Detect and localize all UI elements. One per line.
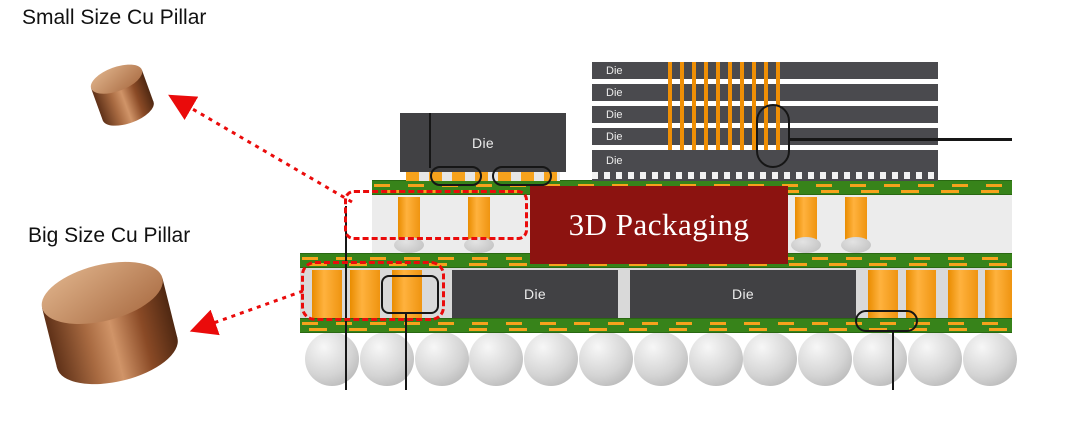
small-cu-pillar-image	[90, 64, 154, 126]
title-banner: 3D Packaging	[530, 186, 788, 264]
top-left-die: Die	[400, 113, 566, 172]
solder-ball	[524, 332, 579, 386]
microbump-highlight-1	[430, 166, 482, 186]
annotation-line-topdie	[429, 113, 431, 168]
medium-cu-pillar	[398, 197, 420, 240]
stacked-die-label: Die	[606, 130, 623, 143]
solder-ball	[305, 332, 359, 386]
stacked-die-label: Die	[606, 155, 623, 167]
annotation-line-left-1	[345, 206, 347, 390]
microbump-highlight-2	[492, 166, 552, 186]
big-pillar-highlight	[301, 261, 445, 321]
trace-highlight	[855, 310, 918, 332]
big-cu-pillar	[350, 270, 380, 318]
solder-cap	[791, 237, 821, 253]
solder-ball	[359, 332, 414, 386]
microbump-row-stack	[592, 170, 938, 181]
stacked-die-label: Die	[606, 64, 623, 77]
stacked-die-label: Die	[606, 108, 623, 121]
solder-ball-row	[305, 332, 1017, 388]
solder-cap	[394, 237, 424, 253]
bottom-left-die: Die	[452, 270, 618, 318]
big-cu-pillar	[392, 270, 422, 318]
big-cu-pillar	[985, 270, 1012, 318]
small-pillar-arrow	[168, 94, 353, 204]
solder-ball	[962, 332, 1017, 386]
solder-ball	[907, 332, 962, 386]
package-substrate-bottom	[300, 318, 1012, 333]
bottom-right-die-label: Die	[732, 286, 754, 302]
big-cu-pillar	[948, 270, 978, 318]
solder-cap	[841, 237, 871, 253]
medium-cu-pillar	[468, 197, 490, 240]
small-pillar-label: Small Size Cu Pillar	[22, 6, 207, 29]
stacked-die-label: Die	[606, 86, 623, 99]
annotation-line-left-2	[405, 314, 407, 390]
small-pillar-highlight	[344, 190, 528, 240]
solder-ball	[853, 332, 907, 386]
solder-cap	[464, 237, 494, 253]
solder-ball	[743, 332, 798, 386]
top-left-die-label: Die	[472, 134, 494, 151]
solder-ball	[579, 332, 633, 386]
microbump-row-left	[406, 171, 560, 181]
annotation-line-tsv	[789, 138, 1012, 141]
big-pillar-layer: Die Die	[300, 268, 1012, 318]
solder-ball	[688, 332, 743, 386]
bottom-left-die-label: Die	[524, 286, 546, 302]
solder-ball	[798, 332, 853, 386]
title-text: 3D Packaging	[568, 207, 750, 242]
tsv-highlight	[756, 104, 790, 168]
medium-cu-pillar	[795, 197, 817, 240]
bottom-right-die: Die	[630, 270, 856, 318]
annotation-line-right	[892, 332, 894, 390]
solder-ball	[469, 332, 524, 386]
big-pillar-arrow	[189, 289, 304, 336]
big-cu-pillar	[312, 270, 342, 318]
big-pillar-label: Big Size Cu Pillar	[28, 224, 191, 247]
medium-cu-pillar	[845, 197, 867, 240]
solder-ball	[414, 332, 469, 386]
big-cu-pillar-image	[41, 261, 178, 385]
solder-ball	[633, 332, 688, 386]
big-pillar-outline	[381, 275, 439, 314]
